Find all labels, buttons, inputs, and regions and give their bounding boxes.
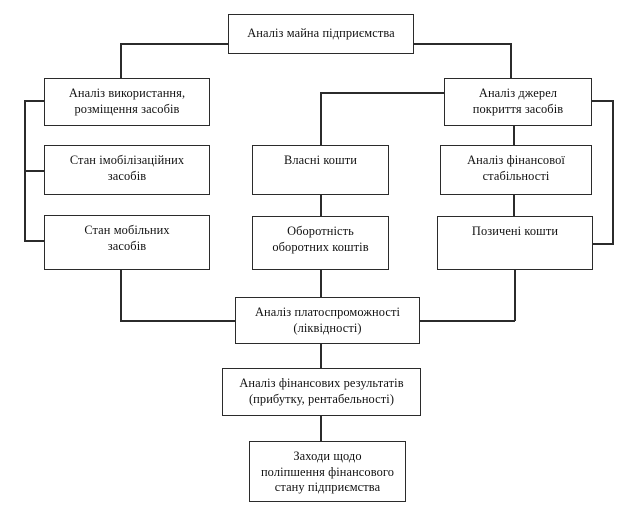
- node-own-funds[interactable]: Власні кошти: [252, 145, 389, 195]
- edge-borrowed-funds-to-solvency-horizontal: [420, 320, 515, 322]
- edge-right-spine-vertical: [612, 100, 614, 244]
- node-financial-results[interactable]: Аналіз фінансових результатів (прибутку,…: [222, 368, 421, 416]
- edge-financial-results-to-measures: [320, 416, 322, 441]
- node-financial-results-label: Аналіз фінансових результатів (прибутку,…: [239, 376, 404, 406]
- node-solvency-label: Аналіз платоспроможності (ліквідності): [254, 305, 401, 335]
- edge-right-spine-to-borrowed-funds: [592, 243, 614, 245]
- edge-root-to-sources-vertical: [510, 43, 512, 79]
- edge-own-funds-to-turnover: [320, 195, 322, 216]
- node-use-placement-label: Аналіз використання, розміщення засобів: [68, 86, 186, 116]
- edge-root-to-use-placement-horizontal: [120, 43, 228, 45]
- node-borrowed-funds-label: Позичені кошти: [471, 224, 559, 238]
- node-sources-coverage[interactable]: Аналіз джерел покриття засобів: [444, 78, 592, 126]
- edge-solvency-to-financial-results: [320, 344, 322, 368]
- edge-root-to-sources-horizontal: [402, 43, 512, 45]
- node-borrowed-funds[interactable]: Позичені кошти: [437, 216, 593, 270]
- node-immobilized[interactable]: Стан імобілізаційних засобів: [44, 145, 210, 195]
- node-measures-label: Заходи щодо поліпшення фінансового стану…: [260, 449, 395, 494]
- edge-root-to-use-placement-vertical: [120, 43, 122, 79]
- node-financial-stability[interactable]: Аналіз фінансової стабільності: [440, 145, 592, 195]
- node-sources-coverage-label: Аналіз джерел покриття засобів: [472, 86, 564, 116]
- node-root-label: Аналіз майна підприємства: [247, 26, 395, 41]
- edge-turnover-to-solvency: [320, 270, 322, 297]
- edge-left-spine-to-use-placement: [24, 100, 45, 102]
- edge-borrowed-funds-to-solvency-vertical: [514, 270, 516, 321]
- node-use-placement[interactable]: Аналіз використання, розміщення засобів: [44, 78, 210, 126]
- edge-left-spine-to-mobile-funds: [24, 240, 45, 242]
- node-measures[interactable]: Заходи щодо поліпшення фінансового стану…: [249, 441, 406, 502]
- edge-mobile-funds-to-solvency-vertical: [120, 270, 122, 322]
- node-turnover-label: Оборотність оборотних коштів: [272, 224, 369, 254]
- edge-sources-to-own-funds-vertical: [320, 92, 322, 145]
- edge-right-spine-to-sources: [592, 100, 614, 102]
- node-turnover[interactable]: Оборотність оборотних коштів: [252, 216, 389, 270]
- node-mobile-funds-label: Стан мобільних засобів: [84, 223, 170, 253]
- node-own-funds-label: Власні кошти: [284, 153, 357, 167]
- edge-financial-stability-to-borrowed-funds: [513, 195, 515, 216]
- edge-left-spine-to-immobilized: [24, 170, 45, 172]
- node-financial-stability-label: Аналіз фінансової стабільності: [467, 153, 565, 183]
- node-mobile-funds[interactable]: Стан мобільних засобів: [44, 215, 210, 270]
- edge-sources-to-financial-stability: [513, 126, 515, 145]
- edge-mobile-funds-to-solvency-horizontal: [120, 320, 237, 322]
- node-root[interactable]: Аналіз майна підприємства: [228, 14, 414, 54]
- node-solvency[interactable]: Аналіз платоспроможності (ліквідності): [235, 297, 420, 344]
- node-immobilized-label: Стан імобілізаційних засобів: [69, 153, 185, 183]
- edge-sources-to-own-funds-horizontal: [320, 92, 445, 94]
